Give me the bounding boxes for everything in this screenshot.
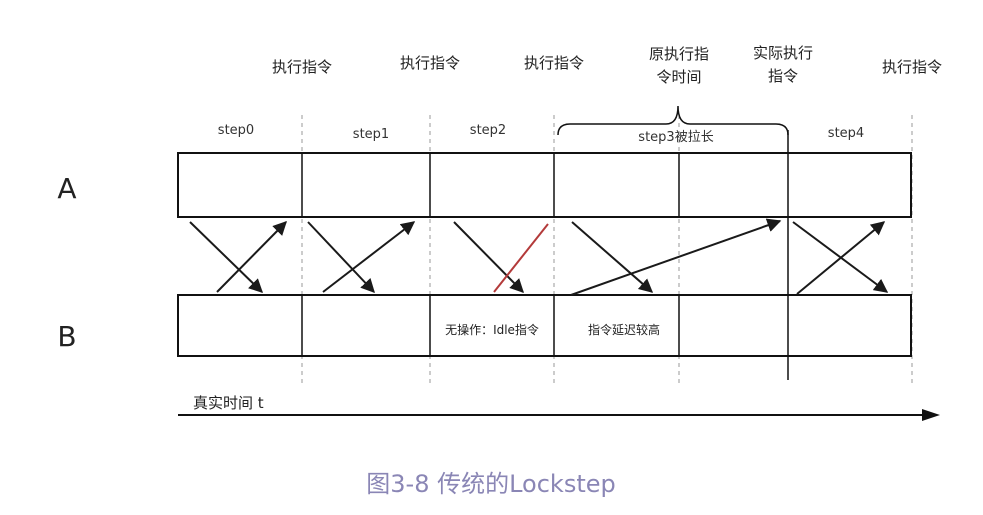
time-axis-label: 真实时间 t (193, 394, 264, 412)
instruction-label-2: 执行指令 (400, 54, 460, 72)
instruction-label-4-line2: 令时间 (656, 68, 701, 86)
arrow-a-to-b-step0 (189, 221, 264, 293)
arrow-a-to-b-step4 (792, 221, 889, 293)
step-label-3: step3被拉长 (638, 130, 713, 145)
lane-label-b: B (57, 320, 76, 353)
instruction-label-5-line1: 实际执行 (753, 44, 813, 62)
arrow-b-to-a-step0 (216, 221, 287, 293)
step-label-1: step1 (353, 127, 389, 142)
lane-a-track (177, 152, 912, 218)
instruction-label-1: 执行指令 (272, 58, 332, 76)
arrow-b-to-a-step2 (493, 223, 549, 293)
arrow-b-to-a-step1 (322, 221, 416, 293)
time-axis-arrowhead (922, 409, 940, 421)
arrow-b-to-a-step4 (796, 221, 886, 295)
figure-caption: 图3-8 传统的Lockstep (366, 470, 615, 498)
cell-idle-label: 无操作：Idle指令 (445, 322, 539, 337)
lane-b-track (177, 294, 912, 357)
step-label-0: step0 (218, 123, 254, 138)
step3-brace (557, 105, 789, 136)
lane-label-a: A (57, 172, 76, 205)
instruction-label-6: 执行指令 (882, 58, 942, 76)
instruction-label-4-line1: 原执行指 (649, 45, 709, 63)
instruction-label-3: 执行指令 (524, 54, 584, 72)
arrow-b-to-a-delayed (570, 218, 782, 296)
step-label-2: step2 (470, 123, 506, 138)
arrow-a-to-b-step1 (307, 221, 375, 294)
arrow-a-to-b-step3 (571, 221, 654, 293)
arrow-a-to-b-step2 (453, 221, 524, 293)
step-label-4: step4 (828, 126, 864, 141)
instruction-label-5-line2: 指令 (768, 67, 798, 85)
cell-delay-label: 指令延迟较高 (588, 322, 660, 337)
